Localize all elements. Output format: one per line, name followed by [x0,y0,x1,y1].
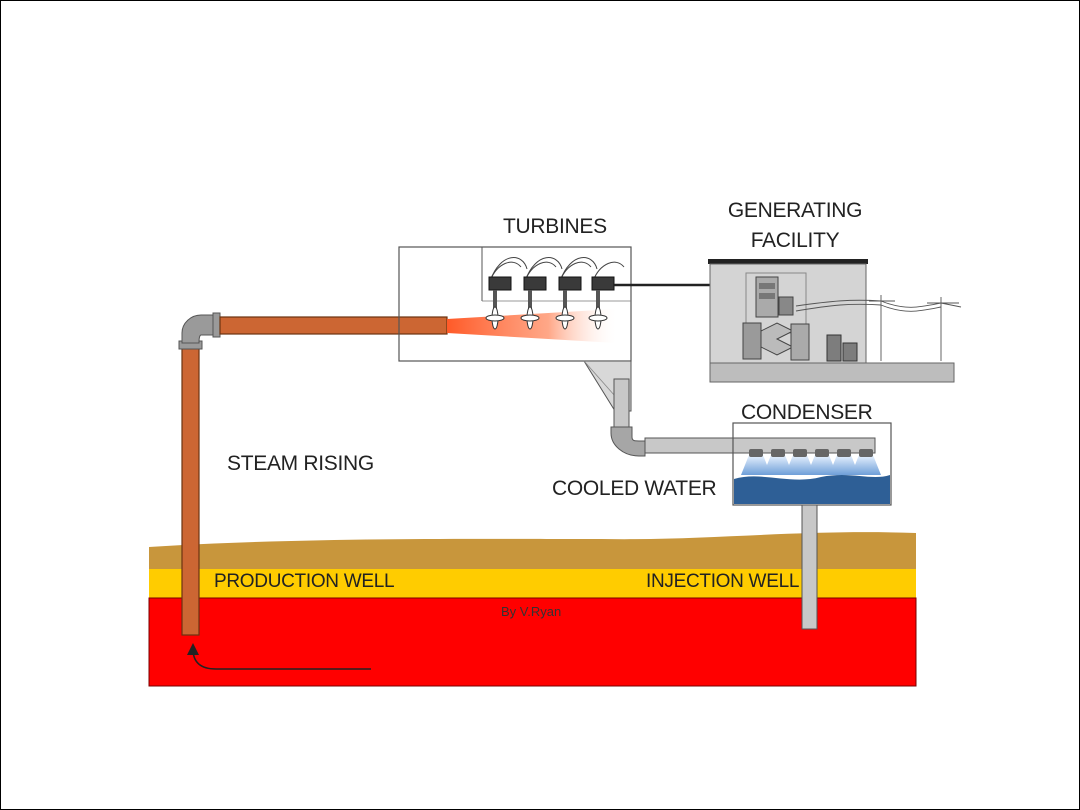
production-well-pipe [181,346,200,636]
injection-well-pipe [801,504,818,630]
spray-nozzle-icon [741,449,881,475]
label-steam-rising: STEAM RISING [227,452,374,475]
aquifer-band [149,569,916,599]
label-turbines: TURBINES [503,215,607,238]
condenser-water [734,475,890,504]
hot-rock-layer [148,597,917,687]
turbine-icon [520,257,563,330]
soil-layer [149,532,916,571]
label-generating-facility-line1: GENERATING [727,199,863,222]
label-injection-well: INJECTION WELL [646,571,800,592]
horizontal-steam-pipe [219,316,448,335]
label-condenser: CONDENSER [741,401,873,424]
flow-arrow-icon [187,643,371,670]
turbine-icon [555,257,598,330]
turbine-icon [485,257,528,330]
condenser [732,422,892,506]
pipe-elbow [610,426,646,457]
label-generating-facility-line2: FACILITY [750,229,840,252]
credit-text: By V.Ryan [501,604,562,619]
generating-facility [708,259,955,383]
label-cooled-water: COOLED WATER [552,477,717,500]
label-production-well: PRODUCTION WELL [214,571,395,592]
turbines [485,257,625,330]
power-line-icon [795,295,962,361]
pipe-elbow [181,314,214,344]
turbine-icon [588,261,625,330]
generator-icon [742,276,810,361]
ground-layers [148,532,917,687]
